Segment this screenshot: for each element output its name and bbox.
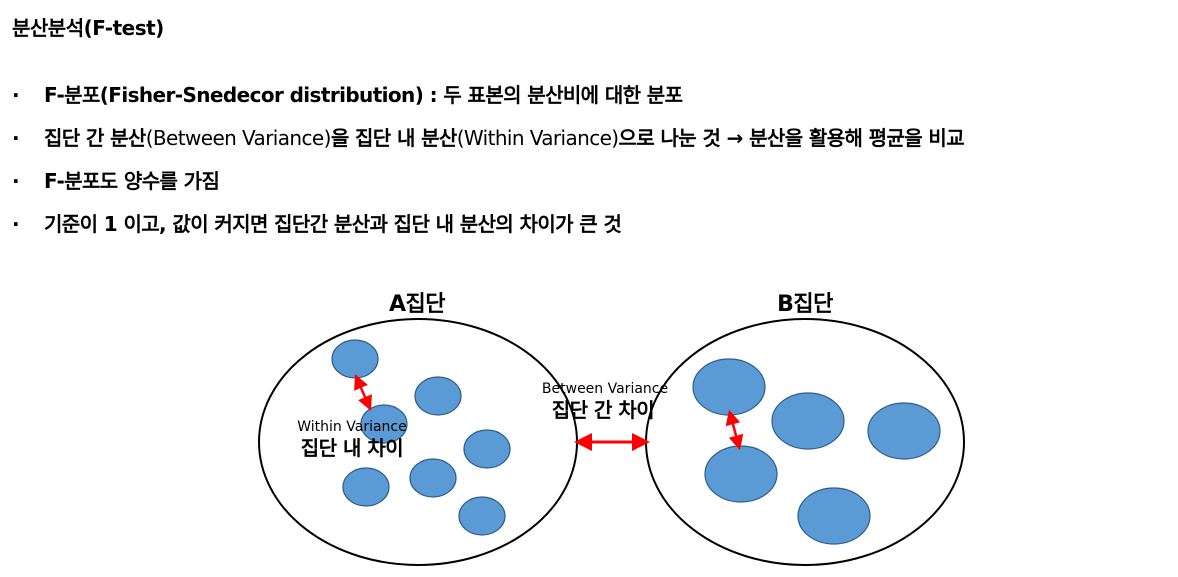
- member-circle: [797, 487, 871, 545]
- bullet-dot: ·: [12, 126, 20, 150]
- member-circle: [704, 445, 778, 503]
- bullet-text-part: (Between Variance): [145, 126, 332, 150]
- bullet-text-part: 집단 간 분산: [44, 126, 146, 150]
- between-variance-ko-label: 집단 간 차이: [552, 398, 654, 422]
- bullet-dot: ·: [12, 169, 20, 193]
- bullet-item: · 기준이 1 이고, 값이 커지면 집단간 분산과 집단 내 분산의 차이가 …: [12, 209, 1172, 252]
- within-variance-arrow: [354, 374, 372, 411]
- bullet-text: F-분포도 양수를 가짐: [44, 169, 220, 193]
- bullet-text: 기준이 1 이고, 값이 커지면 집단간 분산과 집단 내 분산의 차이가 큰 …: [44, 212, 622, 236]
- page-title: 분산분석(F-test): [12, 16, 164, 40]
- bullet-text: F-분포(Fisher-Snedecor distribution) : 두 표…: [44, 83, 683, 107]
- member-circle: [463, 429, 511, 469]
- member-circle: [360, 404, 408, 444]
- within-variance-arrow: [725, 409, 744, 451]
- member-circle: [414, 376, 462, 416]
- group-a-label: A집단: [389, 292, 445, 317]
- member-circle: [458, 496, 506, 536]
- member-circle: [692, 358, 766, 416]
- bullet-dot: ·: [12, 83, 20, 107]
- within-variance-ko-label: 집단 내 차이: [301, 436, 403, 460]
- bullet-list: · F-분포(Fisher-Snedecor distribution) : 두…: [12, 80, 1172, 252]
- member-circle: [771, 392, 845, 450]
- bullet-item: · 집단 간 분산(Between Variance)을 집단 내 분산(Wit…: [12, 123, 1172, 166]
- bullet-item: · F-분포(Fisher-Snedecor distribution) : 두…: [12, 80, 1172, 123]
- group-b-label: B집단: [777, 292, 833, 317]
- member-circle: [867, 402, 941, 460]
- bullet-text-part: 으로 나눈 것 → 분산을 활용해 평균을 비교: [618, 126, 965, 150]
- bullet-text-part: 을 집단 내 분산: [330, 126, 457, 150]
- between-variance-en-label: Between Variance: [542, 381, 668, 397]
- member-circle: [331, 339, 379, 379]
- bullet-dot: ·: [12, 212, 20, 236]
- member-circle: [342, 467, 390, 507]
- bullet-text-part: (Within Variance): [456, 126, 619, 150]
- member-circle: [409, 458, 457, 498]
- bullet-item: · F-분포도 양수를 가짐: [12, 166, 1172, 209]
- within-variance-en-label: Within Variance: [297, 419, 406, 435]
